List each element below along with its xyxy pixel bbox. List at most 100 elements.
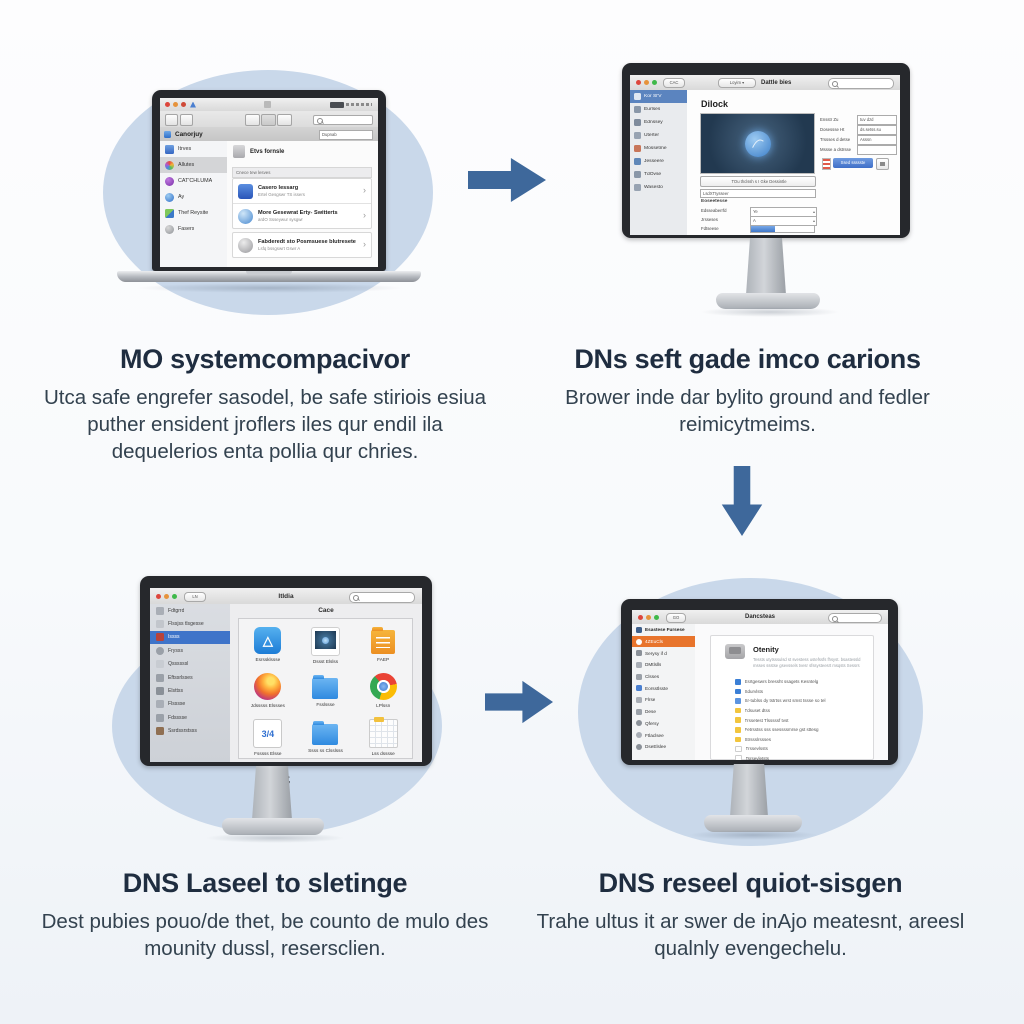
checklist-item[interactable]: Esrtgeswrs bressht ssagets Kesntelg: [711, 677, 873, 687]
sidebar-item[interactable]: Clsses: [632, 671, 695, 683]
sidebar-item[interactable]: Jesseere: [630, 155, 687, 168]
back-pill-button[interactable]: CAC: [663, 78, 685, 88]
sidebar-item[interactable]: Fdsssse: [150, 711, 230, 724]
settings-row[interactable]: Casero Iessarg Ertel Gesgswr TS issers ›: [233, 179, 371, 203]
search-input[interactable]: [828, 613, 882, 623]
app-item[interactable]: △Esrssklssse: [239, 623, 297, 669]
window-d-main: Otenity Tessts utytsssulsd st svestess u…: [695, 624, 888, 760]
close-button[interactable]: [165, 102, 170, 107]
minimize-button[interactable]: [173, 102, 178, 107]
close-button[interactable]: [156, 593, 161, 599]
forward-button[interactable]: [180, 114, 193, 126]
stepper-field[interactable]: A▴▾: [750, 215, 817, 226]
sidebar-item[interactable]: Ednssey: [630, 116, 687, 129]
sidebar-item[interactable]: Esastese Fursese: [632, 624, 695, 636]
sidebar-item[interactable]: TdOvse: [630, 168, 687, 181]
sidebar-item-active[interactable]: Allutes: [160, 157, 227, 173]
dropdown-value: Loyim: [729, 80, 741, 85]
close-button[interactable]: [636, 80, 641, 85]
sidebar-item[interactable]: Wasesto: [630, 181, 687, 194]
sidebar-item[interactable]: Fdtgrrd: [150, 604, 230, 617]
form-input[interactable]: ds.setss.su: [857, 125, 897, 135]
back-pill-button[interactable]: LN: [184, 591, 206, 602]
view-icons-button[interactable]: [245, 114, 260, 126]
form-input[interactable]: [857, 145, 897, 155]
view-list-button[interactable]: [261, 114, 276, 126]
zoom-button[interactable]: [172, 593, 177, 599]
sidebar-item[interactable]: Qssssssl: [150, 658, 230, 671]
sidebar-item[interactable]: DMtlslls: [632, 659, 695, 671]
minimize-button[interactable]: [646, 614, 651, 620]
sidebar-item[interactable]: Eorsstlsste: [632, 682, 695, 694]
app-item[interactable]: Jdsssss Elssses: [239, 669, 297, 715]
sidebar-item[interactable]: Ay: [160, 189, 227, 205]
back-pill-button[interactable]: GO: [666, 613, 686, 623]
sidebar-item[interactable]: Qfersy: [632, 718, 695, 730]
minimize-button[interactable]: [164, 593, 169, 599]
app-item[interactable]: Lss dsssse: [354, 715, 412, 761]
view-dropdown[interactable]: Loyim ▾: [718, 78, 756, 88]
checklist-item[interactable]: Sdurvlsts: [711, 687, 873, 697]
more-options-button[interactable]: [876, 158, 889, 170]
sidebar-item[interactable]: Frysss: [150, 644, 230, 657]
zoom-button[interactable]: [181, 102, 186, 107]
back-button[interactable]: [165, 114, 178, 126]
sidebar-item[interactable]: Serysy if d: [632, 647, 695, 659]
checklist-item[interactable]: Trssetest Tlsssssf tvst: [711, 715, 873, 725]
checklist-item[interactable]: Strssslrssses: [711, 735, 873, 745]
form-input[interactable]: Asssn: [857, 135, 897, 145]
sidebar-item[interactable]: Ftlaclsee: [632, 729, 695, 741]
stepper-arrows-icon[interactable]: ▴▾: [812, 217, 815, 223]
sidebar-item[interactable]: DseElslee: [632, 741, 695, 753]
app-item[interactable]: Fsslssse: [297, 669, 355, 715]
sidebar-item-active[interactable]: Kor Sl'V: [630, 90, 687, 103]
form-input[interactable]: tuv dzd: [857, 115, 897, 125]
sidebar-item[interactable]: Flsssse: [150, 698, 230, 711]
settings-row[interactable]: Fabderedt sto Posmsuese blutresete Lsfq …: [233, 233, 371, 257]
checklist-item[interactable]: Sr-tublss dy tstrtss wrst smst tssse so …: [711, 696, 873, 706]
view-columns-button[interactable]: [277, 114, 292, 126]
app-item[interactable]: FAEP: [354, 623, 412, 669]
preview-button[interactable]: TOu thclssh s I Gke Dessintle: [700, 176, 816, 187]
checklist-item[interactable]: Tdsuset dtss: [711, 706, 873, 716]
imac-c-foot: [222, 818, 324, 835]
sidebar-item[interactable]: Uterter: [630, 129, 687, 142]
sidebar-item[interactable]: Eurlses: [630, 103, 687, 116]
settings-row[interactable]: More Gesewrat Erty- Switterts ardO Sssey…: [233, 203, 371, 228]
zoom-button[interactable]: [654, 614, 659, 620]
sidebar-item[interactable]: Mossetme: [630, 142, 687, 155]
progress-track[interactable]: [750, 225, 815, 233]
search-input[interactable]: [828, 78, 894, 89]
stepper-arrows-icon[interactable]: ▴▾: [812, 208, 815, 214]
sidebar-item[interactable]: CAT'CHLUMA: [160, 173, 227, 189]
search-input[interactable]: [313, 114, 373, 125]
sidebar-item[interactable]: Dese: [632, 706, 695, 718]
sidebar-item[interactable]: Ssrdssrstsss: [150, 725, 230, 738]
minimize-button[interactable]: [644, 80, 649, 85]
app-item[interactable]: Dssst Elslss: [297, 623, 355, 669]
sidebar-item-label: Fasers: [178, 226, 195, 232]
sidebar-item[interactable]: Fasers: [160, 221, 227, 237]
zoom-button[interactable]: [652, 80, 657, 85]
panel-title: Otenity: [753, 645, 779, 654]
path-field[interactable]: LsdXTtysseer: [700, 189, 816, 198]
sidebar-item-active[interactable]: 4ZEuCls: [632, 635, 695, 648]
checklist-item[interactable]: Trssevlssts: [711, 744, 873, 754]
close-button[interactable]: [638, 614, 643, 620]
sidebar-item[interactable]: Flssjss tlsgesse: [150, 617, 230, 630]
app-item[interactable]: Ssss ss Clsslsss: [297, 715, 355, 761]
sidebar-item-active[interactable]: Issss: [150, 630, 230, 645]
search-input[interactable]: [349, 591, 415, 603]
sidebar-item[interactable]: Itrves: [160, 141, 227, 157]
checklist-item[interactable]: Tsrsevletsts: [711, 754, 873, 760]
sidebar-item[interactable]: Flrse: [632, 694, 695, 706]
sidebar-item[interactable]: Thef Reysite: [160, 205, 227, 221]
apply-button[interactable]: Ssed ssssste: [833, 158, 873, 168]
sidebar-item[interactable]: Eftssrlsses: [150, 671, 230, 684]
app-item[interactable]: LPlssn: [354, 669, 412, 715]
sidebar-item[interactable]: Elsttss: [150, 684, 230, 697]
app-title: Canorjuy: [175, 130, 203, 138]
checklist-item[interactable]: Fetrsstss sss ssessssmrse gst sttesg: [711, 725, 873, 735]
header-field[interactable]: Dupnab: [319, 129, 373, 140]
